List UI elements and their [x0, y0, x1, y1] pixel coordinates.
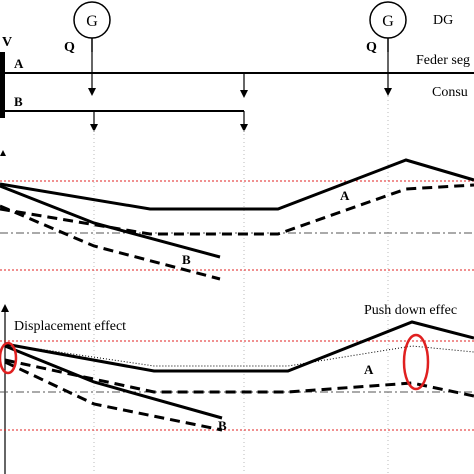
reactive-power-left-label: Q: [64, 40, 75, 55]
generator-left: G Q: [64, 1, 111, 96]
alignment-guides: [93, 96, 389, 474]
generator-left-arrowhead: [88, 88, 96, 96]
feeder-a-profile-solid: [4, 320, 474, 373]
feeder-b-label: B: [14, 94, 23, 109]
push-down-effect-label: Push down effec: [364, 303, 457, 318]
feeder-a-profile-solid: [0, 158, 474, 211]
dg-label: DG: [433, 13, 453, 28]
feeder-b-profile-solid: [4, 344, 223, 420]
push-down-effect-marker: [402, 333, 430, 391]
consumer-label: Consu: [432, 85, 468, 100]
feeder-b-profile-dashed: [0, 204, 221, 281]
load-arrowhead: [240, 90, 248, 98]
generator-right: G Q: [366, 1, 407, 96]
feeder-b-profile-dashed: [4, 360, 223, 432]
bus-voltage-label: V: [2, 35, 12, 50]
busbar: [0, 52, 5, 118]
generator-right-label: G: [382, 13, 394, 30]
feeder-segment-label: Feder seg: [416, 53, 470, 68]
voltage-profile-top: A B: [0, 150, 474, 281]
curve-a-label: A: [340, 188, 350, 203]
reactive-power-right-label: Q: [366, 40, 377, 55]
load-arrowhead: [90, 124, 98, 132]
curve-b-label: B: [218, 418, 227, 433]
feeder-a-profile-dashed: [4, 358, 474, 398]
curve-b-label: B: [182, 252, 191, 267]
generator-right-arrowhead: [384, 88, 392, 96]
displacement-effect-label: Displacement effect: [14, 319, 126, 334]
curve-a-label: A: [364, 362, 374, 377]
feeder-schematic: V A B G Q G Q: [0, 1, 474, 132]
feeder-b-loads: [90, 111, 248, 132]
load-arrowhead: [240, 124, 248, 132]
voltage-profile-bottom: A B Displacement effect Push down effec: [0, 303, 474, 474]
feeder-a-loads: [240, 73, 248, 98]
feeder-b-profile-solid: [0, 184, 221, 259]
displacement-effect-marker: [0, 341, 18, 375]
voltage-axis-arrowhead: [0, 150, 6, 156]
generator-left-label: G: [86, 13, 98, 30]
feeder-a-label: A: [14, 56, 24, 71]
voltage-axis-arrowhead: [1, 304, 9, 312]
